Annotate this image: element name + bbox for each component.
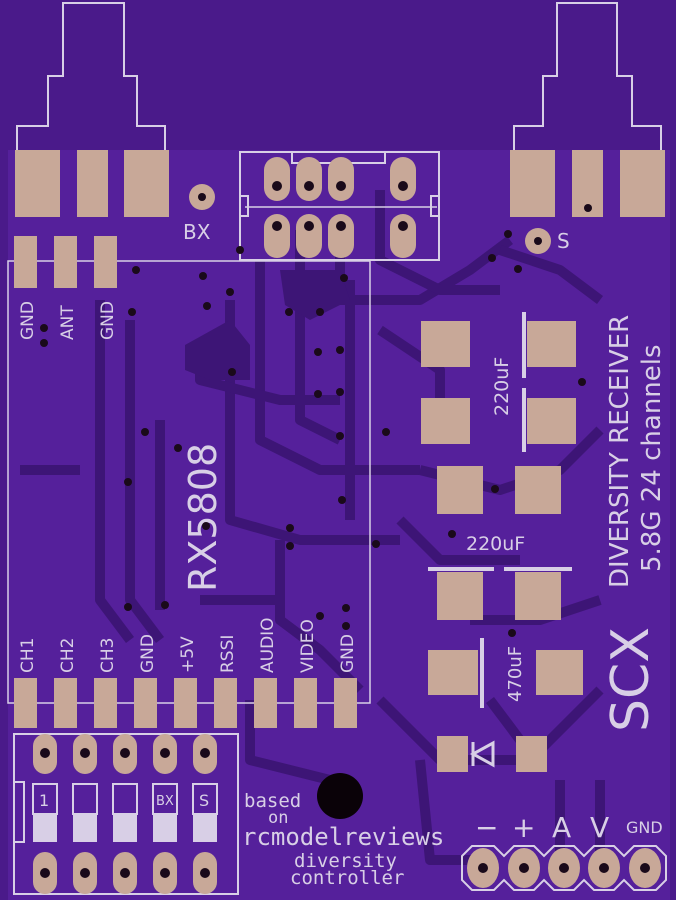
capacitor-220uf-top	[421, 312, 576, 452]
vias	[40, 204, 592, 637]
title-line-1: DIVERSITY RECEIVER	[605, 315, 635, 588]
dip-switch-toggles	[32, 783, 218, 842]
ground-plane-cutout-2	[280, 270, 350, 320]
diode-pad-2	[516, 736, 547, 772]
power-label-v: V	[590, 811, 609, 844]
header-pads	[264, 157, 416, 258]
credit-line-2: diversity	[294, 850, 397, 872]
pin-label-gnd-4: GND	[338, 634, 358, 673]
sma-pads	[15, 150, 665, 217]
switch-label-1: 1	[39, 791, 49, 810]
bx-label: BX	[183, 220, 211, 244]
pin-label-gnd-1: GND	[18, 301, 38, 340]
based-label: based	[244, 790, 301, 812]
pin-label-ch1: CH1	[18, 638, 38, 673]
power-label-a: A	[552, 811, 571, 844]
capacitor-470uf	[428, 638, 583, 708]
pin-label-gnd-2: GND	[98, 301, 118, 340]
sma-connector-left	[16, 2, 166, 150]
mounting-hole-icon	[317, 773, 363, 819]
module-bottom-pads	[14, 678, 357, 728]
pin-label-audio: AUDIO	[258, 617, 278, 673]
switch-label-s: S	[199, 791, 209, 810]
ground-plane-cutout	[185, 320, 250, 380]
brand-logo: SCX	[601, 627, 661, 732]
power-label-gnd: GND	[626, 818, 663, 837]
switch-label-bx: BX	[156, 794, 174, 809]
title-line-2: 5.8G 24 channels	[637, 344, 667, 572]
pin-label-gnd-3: GND	[138, 634, 158, 673]
power-label-minus: −	[475, 811, 498, 844]
power-header-outline	[461, 845, 667, 891]
power-label-plus: +	[512, 811, 535, 844]
rx5808-label: RX5808	[181, 443, 225, 592]
cap-label-top: 220uF	[491, 357, 513, 416]
module-top-pads	[14, 236, 117, 288]
dip-switch-bottom-pads	[33, 852, 217, 894]
sma-connector-right	[513, 2, 662, 150]
pin-label-video: VIDEO	[298, 619, 318, 673]
capacitor-220uf-mid	[428, 466, 572, 620]
pin-label-ch3: CH3	[98, 638, 118, 673]
diode-icon	[469, 740, 495, 768]
pin-label-ant: ANT	[58, 305, 78, 340]
credit-label: rcmodelreviews	[242, 823, 444, 851]
pin-label-5v: +5V	[178, 636, 198, 673]
diode-pad-1	[437, 736, 468, 772]
power-header-pads	[467, 848, 661, 888]
s-label: S	[557, 229, 570, 253]
cap-label-mid: 220uF	[466, 533, 525, 555]
credit-line-3: controller	[290, 867, 404, 889]
cap-label-bottom: 470uF	[505, 646, 526, 702]
on-label: on	[268, 808, 288, 828]
dip-switch-top-pads	[33, 734, 217, 774]
pin-label-rssi: RSSI	[218, 635, 238, 673]
pin-label-ch2: CH2	[58, 638, 78, 673]
